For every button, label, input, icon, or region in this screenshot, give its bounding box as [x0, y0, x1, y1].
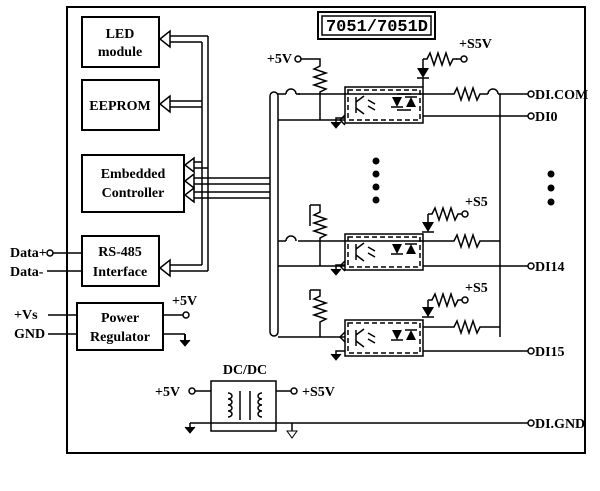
channel-ellipsis — [372, 157, 555, 206]
data-minus-label: Data- — [10, 265, 44, 280]
channel-0: +5V +S5V — [267, 37, 588, 129]
s5-bot-label: +S5 — [465, 281, 488, 296]
s5v-dcdc-label: +S5V — [302, 385, 335, 400]
controller-label-1: Embedded — [101, 167, 166, 182]
eeprom-label: EEPROM — [89, 99, 150, 114]
vs-label: +Vs — [14, 308, 38, 323]
title-box: 7051/7051D — [317, 11, 436, 40]
di14-label: DI14 — [535, 260, 565, 275]
dcdc-label: DC/DC — [223, 363, 267, 378]
title-text: 7051/7051D — [326, 18, 428, 37]
p5v-dcdc-label: +5V — [155, 385, 180, 400]
channel-15: +S5 DI15 — [309, 281, 565, 361]
power-pins: +Vs GND +5V — [14, 294, 197, 347]
channel-14: +S5 DI14 — [278, 195, 565, 276]
s5-mid-label: +S5 — [465, 195, 488, 210]
di-gnd-label: DI.GND — [535, 417, 585, 432]
rs485-pins: Data+ Data- — [10, 246, 82, 280]
bus-taps — [278, 114, 346, 343]
power-label-1: Power — [101, 311, 139, 326]
di-com-label: DI.COM — [535, 88, 588, 103]
controller-label-2: Controller — [102, 186, 165, 201]
power-label-2: Regulator — [90, 330, 150, 345]
data-bus — [269, 91, 279, 337]
data-plus-label: Data+ — [10, 246, 47, 261]
power-regulator-block: Power Regulator — [76, 302, 164, 351]
controller-bus-arrows — [158, 29, 270, 278]
s5v-top-label: +S5V — [459, 37, 492, 52]
rs485-label-2: Interface — [93, 265, 147, 280]
di-gnd-line: DI.GND — [184, 417, 585, 434]
module-frame — [66, 6, 586, 454]
controller-block: Embedded Controller — [81, 154, 185, 213]
gnd-label: GND — [14, 327, 45, 342]
p5v-top-label: +5V — [267, 52, 292, 67]
led-module-label-2: module — [98, 45, 142, 60]
led-module-label-1: LED — [106, 27, 135, 42]
rs485-label-1: RS-485 — [98, 245, 142, 260]
di15-label: DI15 — [535, 345, 565, 360]
di0-label: DI0 — [535, 110, 558, 125]
eeprom-block: EEPROM — [81, 79, 160, 131]
dcdc-converter: DC/DC +5V +S5V — [155, 363, 335, 439]
led-module-block: LED module — [81, 16, 160, 68]
p5v-power-label: +5V — [172, 294, 197, 309]
rs485-block: RS-485 Interface — [81, 235, 160, 287]
